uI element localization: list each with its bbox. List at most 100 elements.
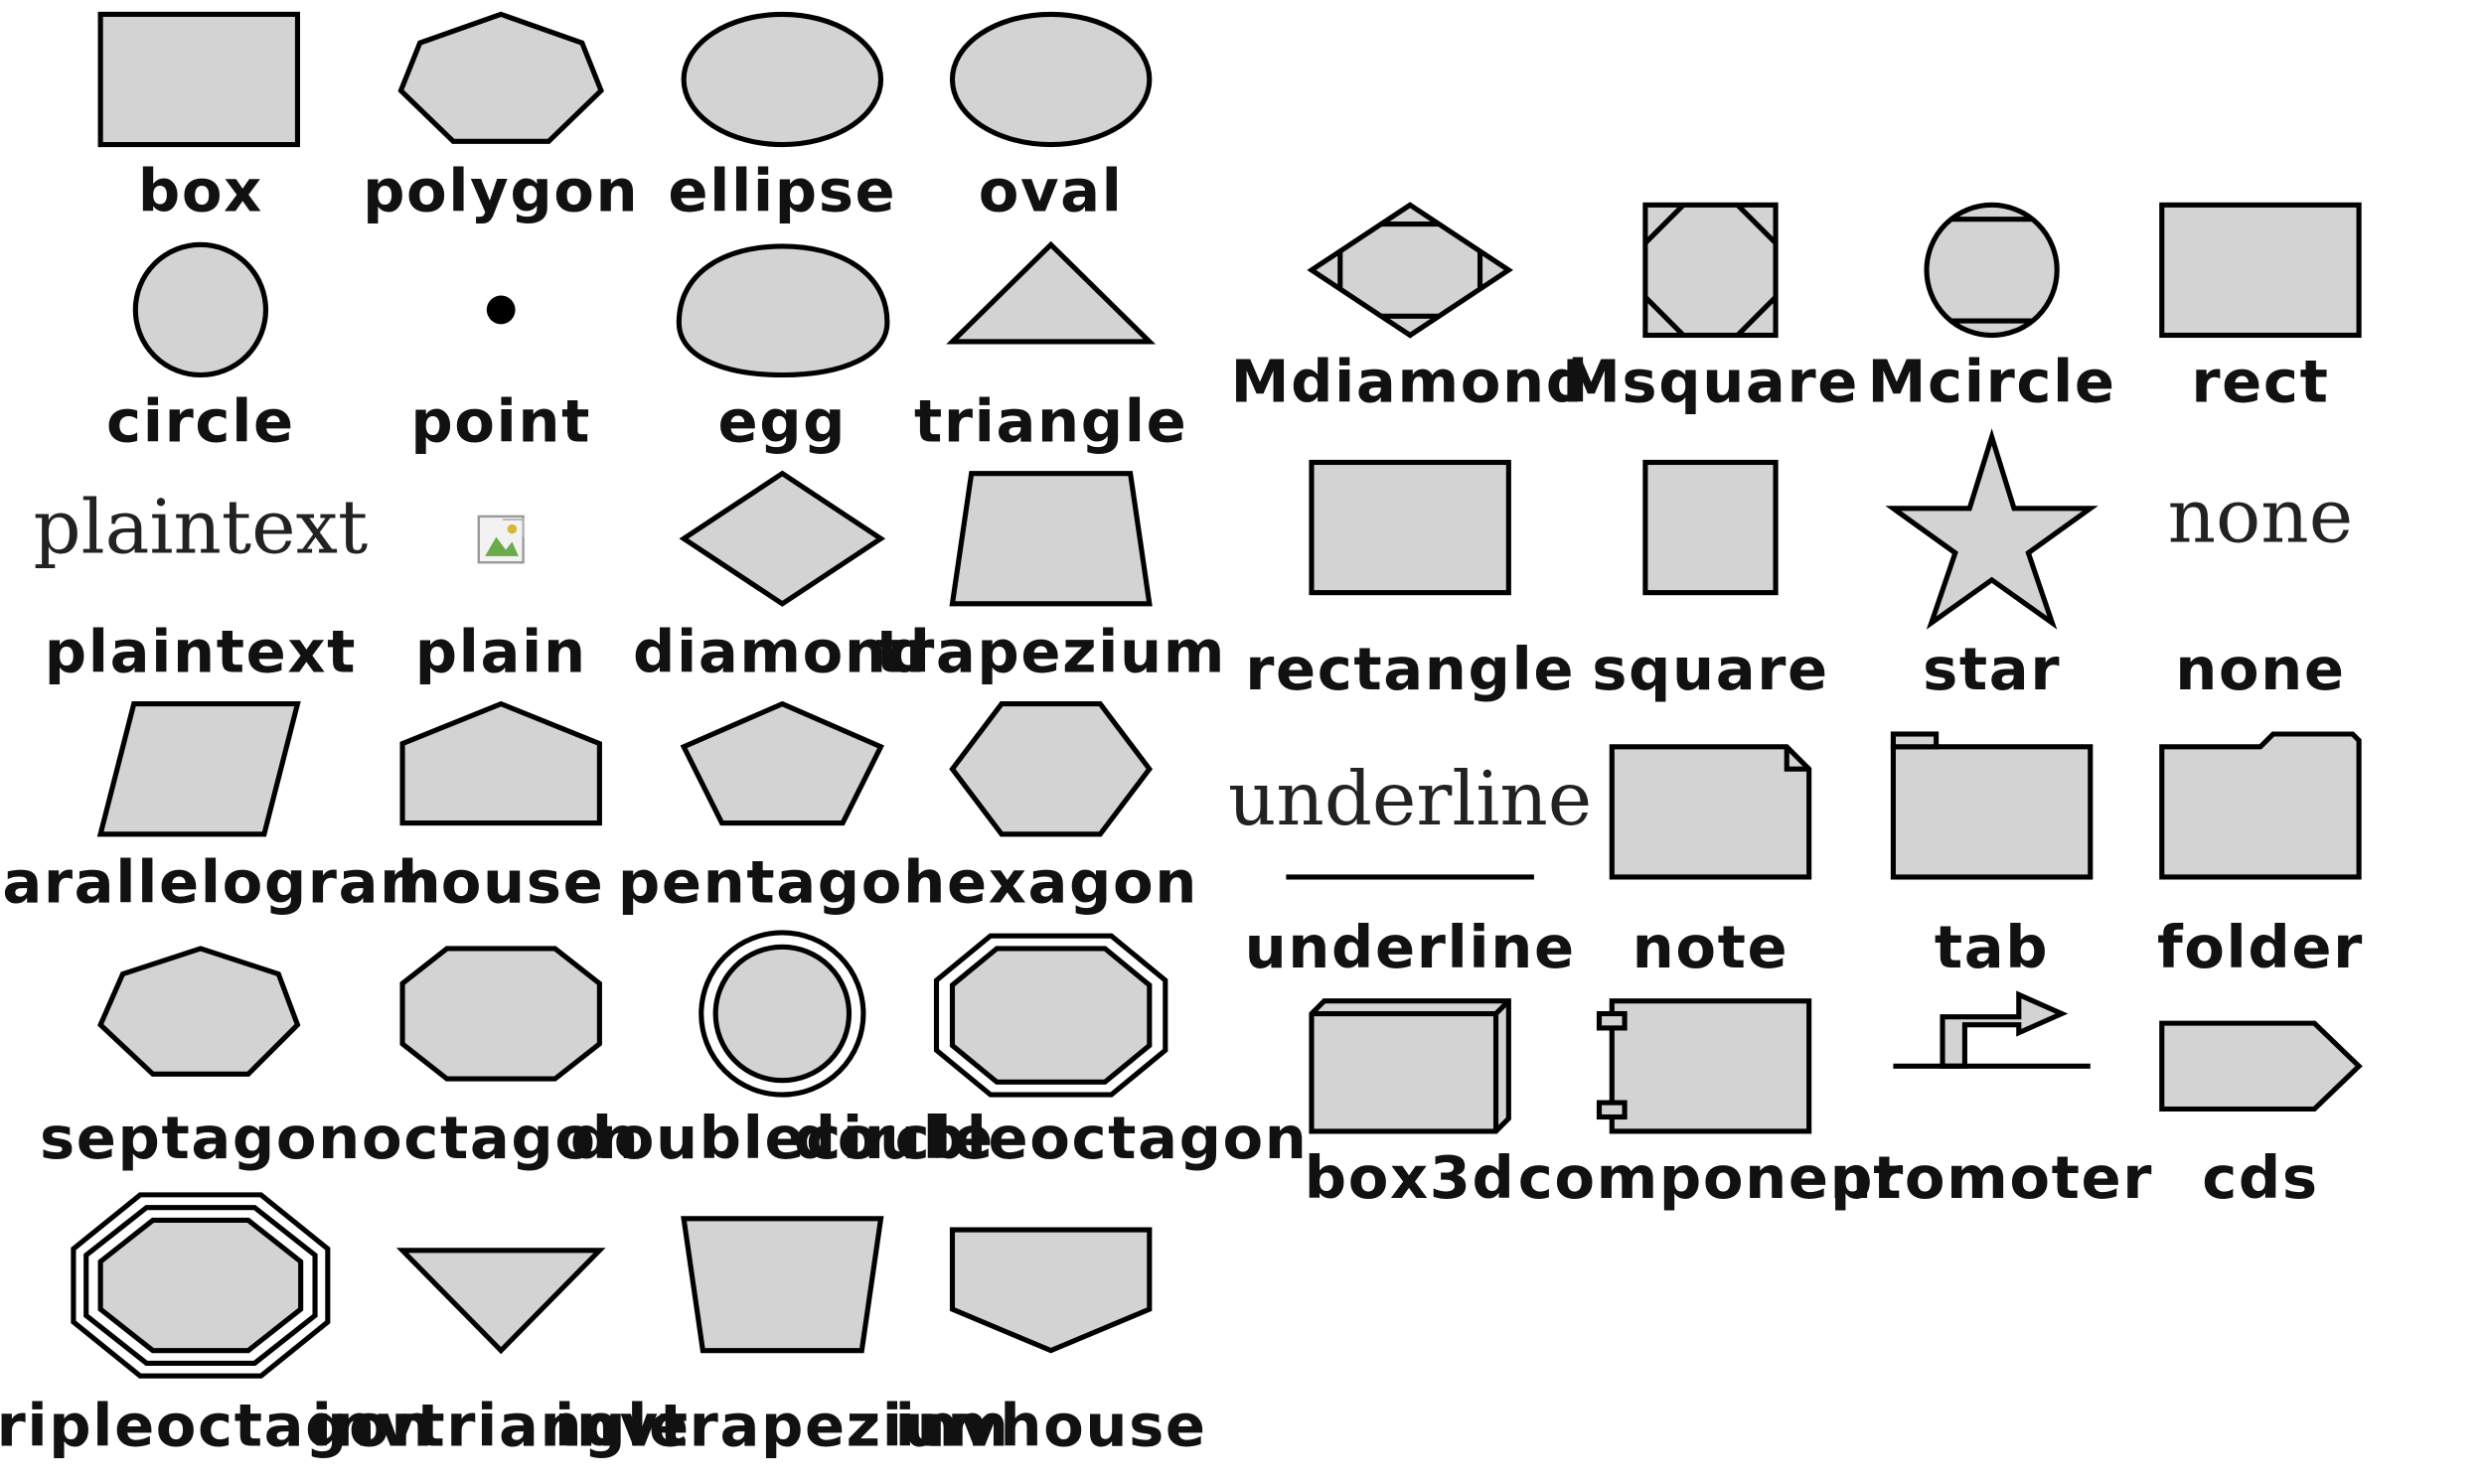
shape-label: octagon — [362, 1104, 640, 1172]
underline-text: underline — [1228, 755, 1592, 842]
shape-cell-msquare: Msquare — [1562, 202, 1857, 416]
broken-image-icon — [477, 515, 525, 564]
shape-label: tab — [1935, 913, 2049, 981]
shape-label: doubleoctagon — [794, 1104, 1309, 1172]
shape-label: folder — [2157, 913, 2364, 981]
shape-label: square — [1592, 635, 1829, 703]
mdiamond-shape — [1307, 202, 1513, 339]
shape-label: rectangle — [1245, 635, 1575, 703]
shape-label: plain — [415, 618, 587, 686]
shape-cell-tripleoctagon: tripleoctagon — [0, 1192, 434, 1460]
shape-cell-parallelogram: parallelogram — [0, 701, 442, 917]
oval-shape — [949, 11, 1153, 148]
shape-cell-rectangle: rectangle — [1245, 459, 1575, 703]
shape-cell-rect: rect — [2159, 202, 2362, 416]
shape-label: pentagon — [618, 848, 947, 917]
shape-cell-box3d: box3d — [1305, 998, 1516, 1212]
shape-cell-underline: underline underline — [1228, 755, 1592, 981]
shape-label: rect — [2191, 348, 2329, 416]
shape-label: invhouse — [895, 1392, 1207, 1460]
shape-label: invtriangle — [312, 1392, 691, 1460]
shape-cell-mcircle: Mcircle — [1868, 202, 2116, 416]
shape-cell-polygon: polygon — [363, 11, 639, 225]
shape-label: ellipse — [668, 157, 896, 225]
shape-cell-trapezium: trapezium — [875, 471, 1226, 686]
shape-label: house — [397, 848, 604, 917]
left-panel: box polygon ellipse oval circle point eg… — [0, 11, 1309, 1460]
box-shape — [97, 11, 301, 148]
shape-cell-promoter: promoter — [1830, 990, 2153, 1212]
component-shape — [1596, 998, 1812, 1134]
hexagon-shape — [949, 701, 1154, 837]
shape-label: component — [1518, 1143, 1903, 1212]
shape-cell-cds: cds — [2159, 1020, 2363, 1212]
shape-label: underline — [1245, 913, 1576, 981]
shape-label: parallelogram — [0, 848, 442, 917]
invhouse-shape — [949, 1227, 1153, 1354]
shape-label: Mdiamond — [1231, 348, 1590, 416]
box3d-shape — [1309, 998, 1511, 1134]
shape-label: hexagon — [903, 848, 1198, 917]
shape-label: invtrapezium — [554, 1392, 1011, 1460]
shape-label: cds — [2202, 1143, 2318, 1212]
shape-cell-none: none none — [2168, 472, 2354, 703]
invtrapezium-shape — [681, 1216, 884, 1354]
shape-label: triangle — [914, 387, 1187, 456]
rect-shape — [2159, 202, 2362, 339]
ellipse-shape — [681, 11, 884, 148]
rectangle-shape — [1309, 459, 1511, 596]
shape-cell-invhouse: invhouse — [895, 1227, 1207, 1460]
shape-label: promoter — [1830, 1143, 2153, 1212]
invtriangle-shape — [395, 1248, 606, 1355]
cds-shape — [2159, 1020, 2363, 1113]
shape-cell-plaintext: plaintext plaintext — [34, 484, 369, 686]
shape-cell-doubleoctagon: doubleoctagon — [794, 933, 1309, 1172]
shape-cell-folder: folder — [2157, 731, 2364, 981]
shape-cell-mdiamond: Mdiamond — [1231, 202, 1590, 416]
shape-cell-square: square — [1592, 459, 1829, 703]
point-shape — [486, 295, 516, 325]
shape-cell-octagon: octagon — [362, 946, 640, 1172]
right-panel: Mdiamond Msquare Mcircle rect — [1228, 202, 2364, 1212]
shape-label: note — [1633, 913, 1789, 981]
septagon-shape — [97, 946, 301, 1077]
shape-cell-hexagon: hexagon — [903, 701, 1198, 917]
tripleoctagon-shape — [71, 1192, 331, 1379]
shape-label: box3d — [1305, 1143, 1516, 1212]
shape-cell-septagon: septagon — [40, 946, 360, 1172]
shape-label: polygon — [363, 157, 639, 225]
shape-label: Mcircle — [1868, 348, 2116, 416]
shape-label: tripleoctagon — [0, 1392, 434, 1460]
promoter-shape — [1893, 990, 2091, 1069]
shape-cell-house: house — [397, 700, 604, 917]
shape-cell-ellipse: ellipse — [668, 11, 896, 225]
shape-cell-circle: circle — [106, 241, 295, 456]
shape-cell-egg: egg — [676, 243, 890, 456]
shape-cell-triangle: triangle — [914, 240, 1187, 456]
mcircle-shape — [1924, 202, 2060, 339]
shape-label: circle — [106, 387, 295, 456]
shape-cell-note: note — [1609, 744, 1812, 981]
plaintext-shape: plaintext — [34, 484, 369, 571]
shape-label: doublecircle — [570, 1104, 995, 1172]
shape-cell-tab: tab — [1890, 731, 2094, 981]
shape-cell-diamond: diamond — [633, 470, 932, 686]
shape-label: egg — [717, 387, 847, 456]
octagon-shape — [399, 946, 602, 1082]
star-shape — [1885, 428, 2099, 630]
shape-cell-plain: plain — [415, 515, 587, 686]
shape-cell-point: point — [410, 295, 591, 456]
circle-shape — [132, 241, 269, 378]
underline-shape: underline — [1228, 755, 1592, 880]
shape-label: trapezium — [875, 618, 1226, 686]
shape-cell-invtriangle: invtriangle — [312, 1248, 691, 1460]
shape-cell-invtrapezium: invtrapezium — [554, 1216, 1011, 1460]
shape-cell-star: star — [1885, 428, 2099, 703]
shape-label: none — [2175, 635, 2345, 703]
shape-label: diamond — [633, 618, 932, 686]
shape-label: point — [410, 387, 591, 456]
triangle-shape — [946, 240, 1157, 345]
shape-cell-doublecircle: doublecircle — [570, 930, 995, 1172]
egg-shape — [676, 243, 890, 378]
